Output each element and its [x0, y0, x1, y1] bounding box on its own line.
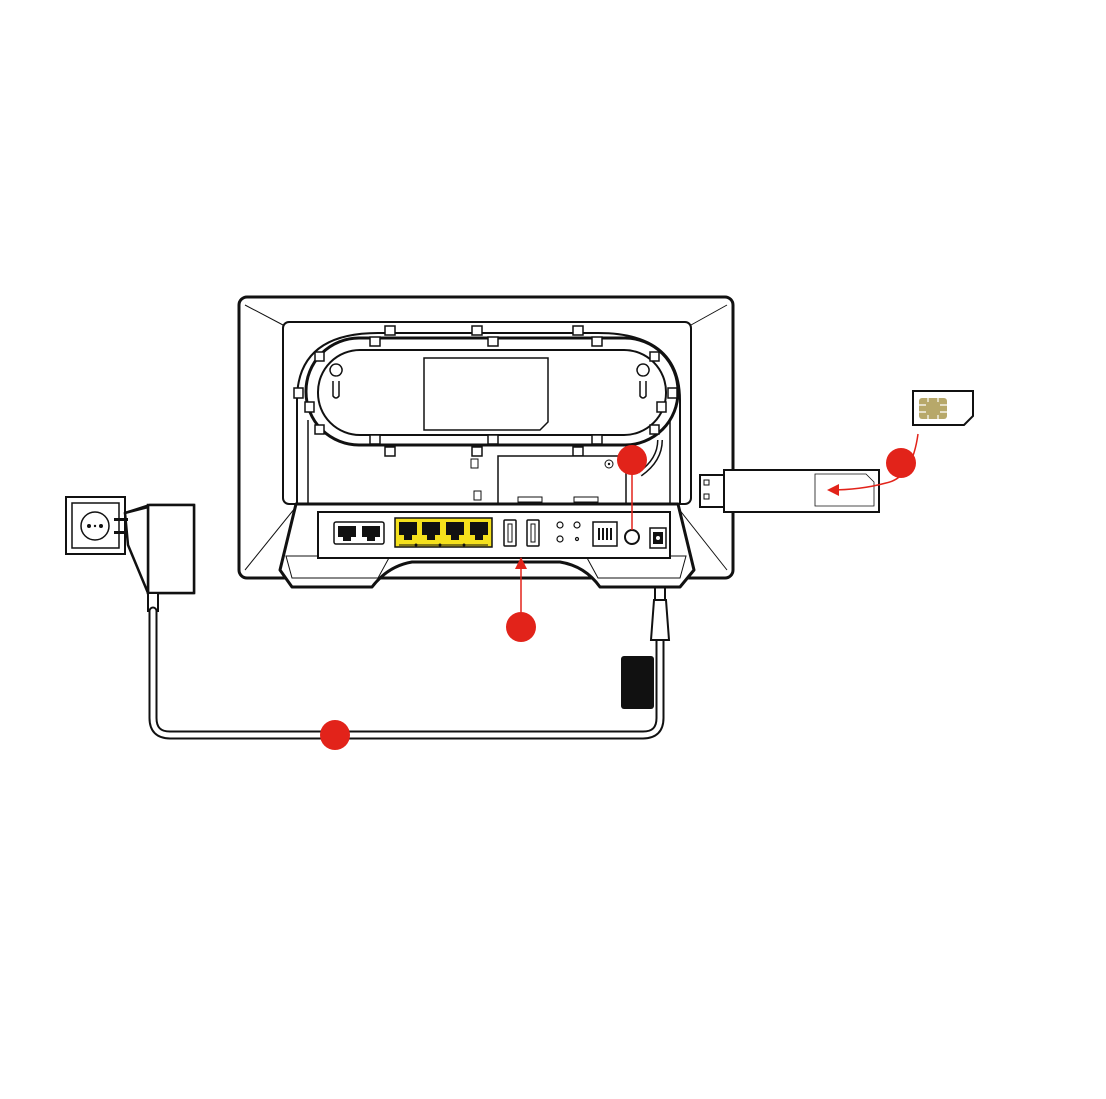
power-adapter-icon [114, 505, 194, 611]
phone-ports [334, 522, 384, 544]
power-cable-marker [320, 720, 350, 750]
sim-card-marker [886, 448, 916, 478]
antenna-port [625, 530, 639, 544]
sim-card-icon [913, 391, 973, 425]
usb-port-marker [506, 612, 536, 642]
usb-stick-icon [700, 470, 879, 512]
power-cable [153, 611, 660, 735]
power-jack [650, 528, 666, 548]
antenna-port-marker [617, 445, 647, 475]
router-icon [239, 297, 733, 587]
dsl-port [593, 522, 617, 546]
black-tag [621, 656, 654, 709]
ethernet-ports [395, 518, 492, 547]
wall-socket-icon [66, 497, 125, 554]
